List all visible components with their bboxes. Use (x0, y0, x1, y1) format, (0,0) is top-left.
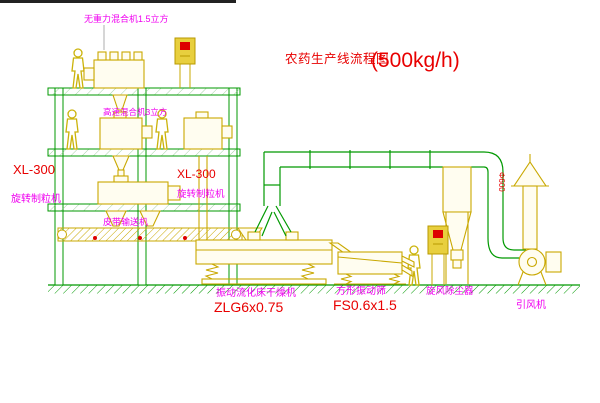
cyclone-label: 旋风除尘器 (426, 285, 474, 297)
panel-red-button (433, 230, 443, 238)
mixer-top-motor (83, 67, 95, 81)
worker-roof (71, 48, 85, 89)
fan-motor (545, 251, 562, 273)
dryer-outlet-port-1 (247, 231, 261, 241)
granulator-left-cone-2 (139, 210, 161, 227)
granulator-right-body (183, 117, 223, 150)
mixer-high-speed-label: 高速混合机3立方 (103, 107, 167, 117)
belt-conveyor-label: 皮带输送机 (103, 216, 148, 227)
screen-spout-lower (401, 264, 413, 277)
dryer-model-label: ZLG6x0.75 (214, 299, 283, 315)
exhaust-duct (254, 150, 526, 259)
duct-elbow-inner (483, 166, 489, 238)
cyclone-cylinder (442, 166, 472, 213)
fan-label: 引风机 (516, 298, 546, 311)
granulator-left-body (97, 181, 169, 205)
fan-hub (526, 256, 538, 268)
mixer-top-discharge-cone (112, 94, 128, 111)
screen-deck-line (337, 256, 403, 264)
duct-to-fan-outer (502, 237, 526, 251)
beam-floor2 (47, 148, 241, 157)
panel-cabinet (174, 37, 196, 65)
ground (48, 284, 580, 294)
dryer-body (195, 239, 333, 265)
granulator-right-name-label: 旋转制粒机 (177, 188, 225, 200)
duct-elbow-outer (483, 151, 504, 238)
dryer-base (201, 278, 327, 285)
screen-model-label: FS0.6x1.5 (333, 297, 397, 313)
cyclone-airlock (450, 249, 464, 261)
granulator-left-motor (167, 185, 181, 201)
belt-conveyor (57, 227, 263, 242)
vibrating-screen (334, 251, 415, 285)
conveyor-roller (93, 236, 97, 240)
conveyor-pulley-left (57, 229, 67, 240)
screen-spout-upper (401, 255, 415, 268)
mixer-hs-motor (141, 125, 153, 139)
dryer-name-label: 振动流化床干燥机 (216, 286, 296, 299)
duct-to-fan-inner (487, 237, 521, 259)
mixer-hs-body (99, 117, 143, 150)
fluid-bed-dryer (195, 231, 354, 285)
duct-size-label: Φ600 (497, 172, 506, 192)
stack-rain-cap (512, 161, 548, 187)
control-panel-lower (427, 225, 449, 285)
stack-shaft (522, 185, 538, 250)
fan-leg (540, 271, 547, 286)
conveyor-pulley-right (231, 229, 241, 240)
mixer-high-speed (99, 111, 153, 177)
panel-red-button (180, 42, 190, 50)
granulator-left (97, 175, 181, 227)
induced-draft-fan (517, 248, 562, 286)
mixer-top (83, 51, 145, 111)
granulator-right-motor (221, 125, 233, 139)
mixer-top-body (93, 59, 145, 89)
conveyor-roller (183, 236, 187, 240)
cyclone-dust-collector (442, 166, 472, 284)
dryer-outlet-port-2 (285, 231, 299, 241)
screen-spring-right (388, 273, 401, 285)
granulator-left-cone-1 (105, 210, 127, 227)
granulator-left-model-label: XL-300 (13, 162, 55, 177)
granulator-right (183, 111, 233, 240)
screen-name-label: 方形振动筛 (336, 284, 386, 297)
duct-branch (254, 205, 269, 233)
control-panel-upper (174, 37, 196, 88)
dryer-spring-right (300, 263, 316, 280)
screen-body (337, 251, 403, 275)
fan-leg (517, 271, 524, 286)
diagram-title: 农药生产线流程图 (285, 51, 389, 66)
screen-spring-left (340, 273, 353, 285)
diagram-title-capacity: (500kg/h) (371, 49, 460, 72)
mixer-hs-discharge-cone (112, 155, 130, 171)
dryer-spring-left (204, 263, 220, 280)
granulator-right-model-label: XL-300 (177, 167, 216, 181)
worker-floor2-left (65, 109, 79, 150)
beam-roof (47, 87, 241, 96)
granulator-left-name-label: 旋转制粒机 (11, 192, 61, 205)
exhaust-stack (511, 154, 549, 250)
beam-floor3 (47, 203, 241, 212)
conveyor-roller (138, 236, 142, 240)
mixer-top-label: 无重力混合机1.5立方 (84, 13, 169, 24)
column-left (54, 87, 64, 286)
